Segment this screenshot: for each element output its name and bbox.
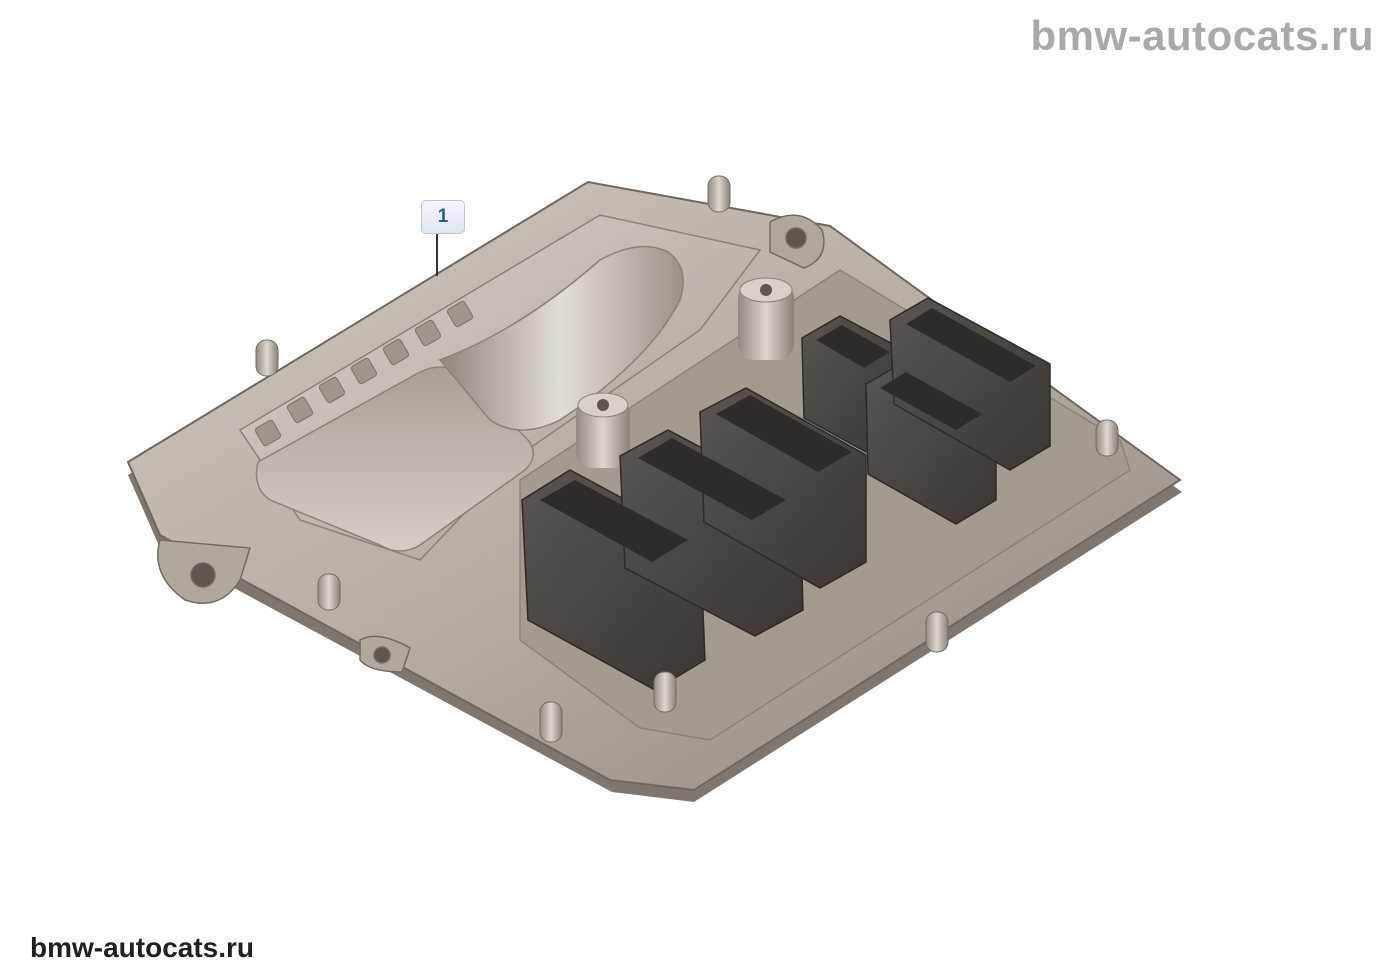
callout-leader-line xyxy=(436,234,438,276)
watermark-top: bmw-autocats.ru xyxy=(1030,12,1374,59)
housing-posts xyxy=(576,277,794,468)
watermark-bottom: bmw-autocats.ru xyxy=(30,932,255,963)
housing-curved-hump xyxy=(438,245,684,431)
housing-ribs xyxy=(254,300,474,447)
connector-6 xyxy=(889,297,1051,471)
callout-1[interactable]: 1 xyxy=(421,200,465,234)
bolt-bosses xyxy=(255,175,1119,743)
mounting-lugs xyxy=(157,214,825,673)
connector-openings xyxy=(540,308,1036,562)
